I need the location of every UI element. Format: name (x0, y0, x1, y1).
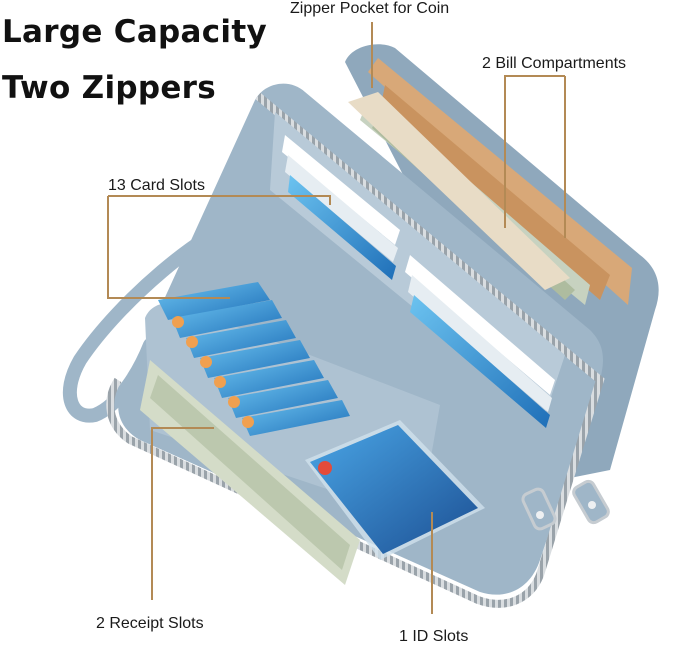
leader-card-slots-2 (108, 195, 331, 205)
callout-card-slots: 13 Card Slots (108, 177, 205, 194)
leader-card-slots (107, 196, 230, 299)
leader-bill-compartments (504, 75, 565, 228)
outer-zipper (106, 92, 605, 608)
headline-two-zippers: Two Zippers (2, 70, 217, 106)
coin-pocket-panel (348, 92, 570, 290)
leader-receipt-slots (151, 427, 214, 600)
callout-receipt-slots: 2 Receipt Slots (96, 615, 204, 632)
left-card-slots (158, 282, 350, 436)
callout-id-slots: 1 ID Slots (399, 628, 469, 645)
right-card-slots (282, 135, 555, 428)
leader-lines (107, 22, 566, 614)
callout-bill-compartments: 2 Bill Compartments (482, 55, 627, 72)
headline-large-capacity: Large Capacity (2, 14, 267, 50)
callout-zipper-pocket: Zipper Pocket for Coin (290, 0, 450, 17)
id-card (310, 425, 478, 554)
zipper-pulls (521, 479, 610, 531)
